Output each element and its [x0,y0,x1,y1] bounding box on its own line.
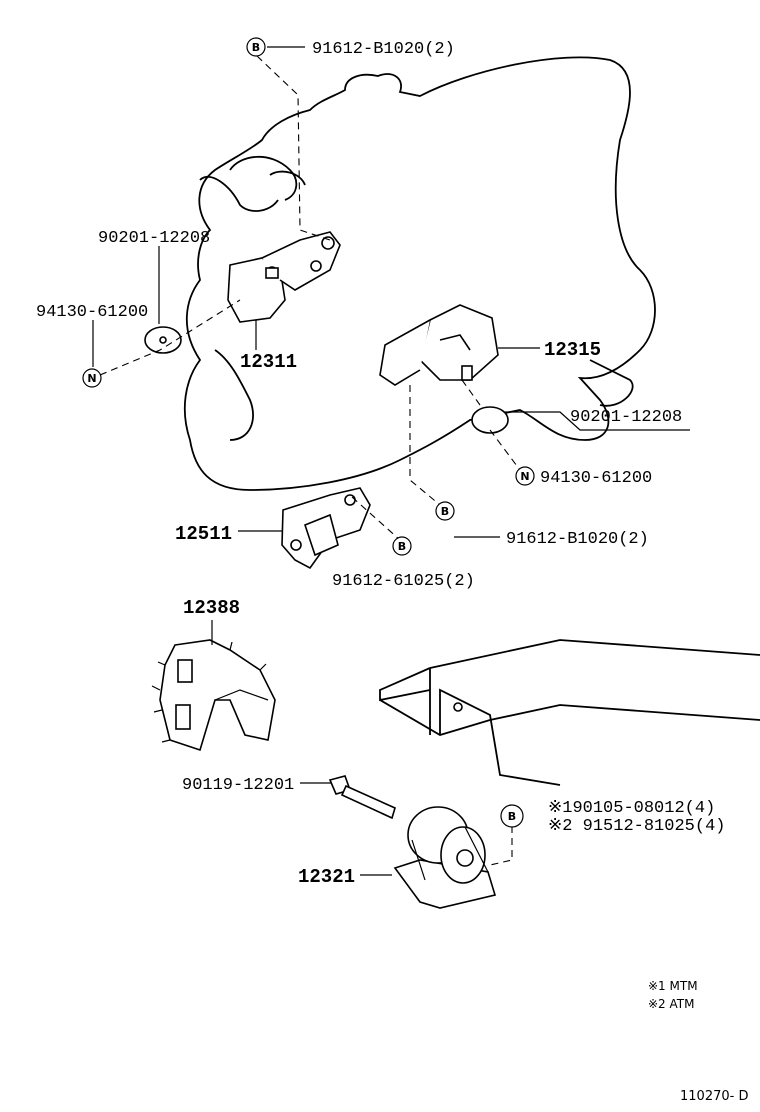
frame-member [379,639,760,786]
svg-text:B: B [441,505,449,518]
note-mtm: ※1 MTM [648,979,698,993]
marker-n-right: N [515,466,535,486]
label-90201-right: 90201-12208 [570,408,682,427]
mount-12321 [393,806,497,909]
label-91512: ※2 91512-81025(4) [548,817,725,836]
marker-b-rear: B [392,536,412,556]
label-12311: 12311 [240,351,297,373]
marker-n-left: N [82,368,102,388]
label-12321: 12321 [298,866,355,888]
leader-lines [92,46,690,876]
label-12511: 12511 [175,523,232,545]
diagram-code: 110270- D [680,1089,748,1104]
washer-right [471,406,509,434]
marker-b-bottom: B [500,804,524,828]
label-91612-b1020-mid: 91612-B1020(2) [506,530,649,549]
label-91612-b1020-top: 91612-B1020(2) [312,40,455,59]
svg-text:B: B [398,540,406,553]
svg-text:N: N [520,470,529,483]
svg-text:B: B [508,810,516,823]
mount-12315 [379,304,499,386]
mount-12311 [227,231,341,323]
marker-b-top: B [246,37,266,57]
label-12315: 12315 [544,339,601,361]
label-12388: 12388 [183,597,240,619]
label-94130-right: 94130-61200 [540,469,652,488]
engine-outline [183,56,656,491]
note-atm: ※2 ATM [648,997,694,1011]
marker-b-mid: B [435,501,455,521]
label-90119: 90119-12201 [182,776,294,795]
label-91612-61025: 91612-61025(2) [332,572,475,591]
svg-text:N: N [87,372,96,385]
svg-text:B: B [252,41,260,54]
label-90201-left: 90201-12208 [98,229,210,248]
bolt-90119 [328,775,396,820]
mount-12511 [281,487,371,570]
shield-12388 [151,639,276,752]
label-94130-left: 94130-61200 [36,303,148,322]
label-90105: ※190105-08012(4) [548,799,715,818]
